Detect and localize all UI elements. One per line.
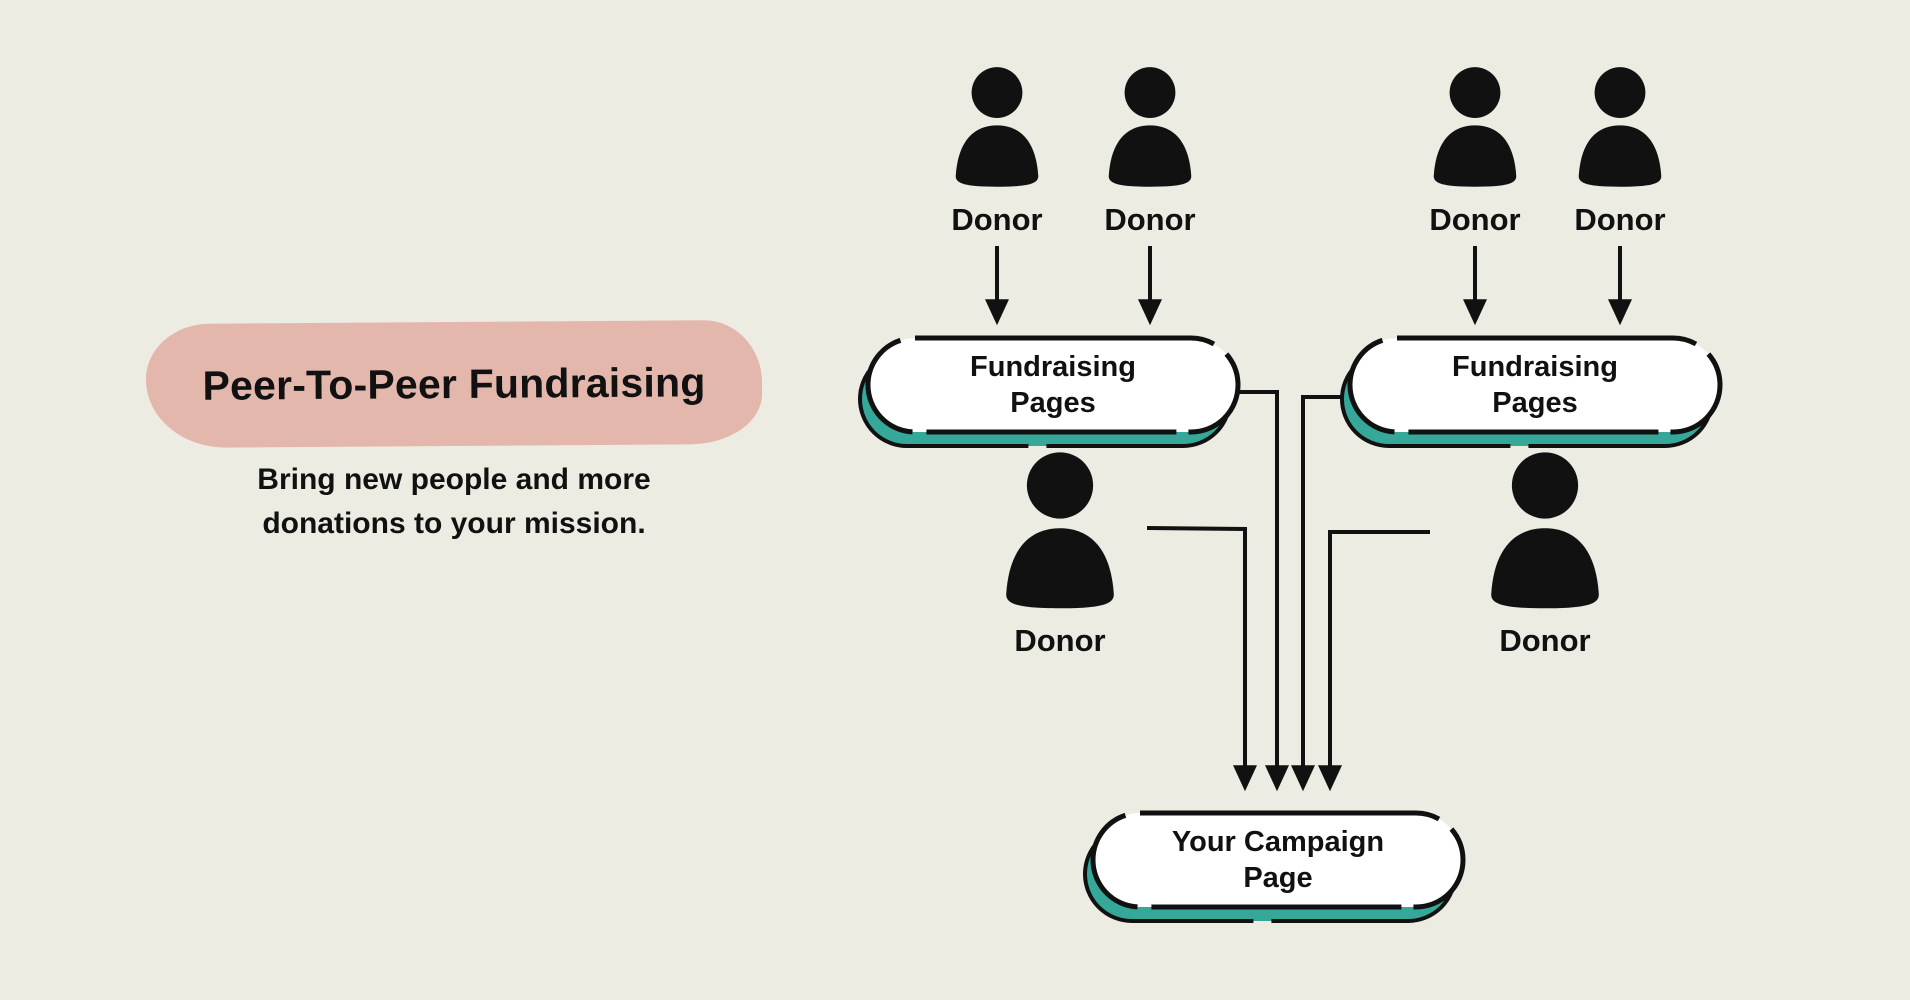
donor-label: Donor — [1104, 202, 1196, 237]
fundraising-pages-label: Fundraising Pages — [1350, 338, 1720, 432]
donor-top-1: Donor — [944, 64, 1050, 238]
your-campaign-page-box: Your Campaign Page — [1081, 808, 1473, 932]
your-campaign-page-label: Your Campaign Page — [1093, 813, 1463, 907]
donor-top-2: Donor — [1097, 64, 1203, 238]
box-label-line-2: Pages — [1492, 387, 1578, 419]
donor-middle-right: Donor — [1476, 448, 1614, 659]
donor-label: Donor — [1429, 202, 1521, 237]
box-label-line-1: Your Campaign — [1171, 826, 1385, 858]
pill-shape — [1340, 335, 1723, 448]
title-highlight-blob: Peer-To-Peer Fundraising — [145, 319, 763, 449]
page-title: Peer-To-Peer Fundraising — [202, 358, 706, 409]
donor-icon — [1578, 67, 1662, 187]
box-label-line-2: Pages — [1010, 387, 1096, 419]
donor-icon — [1433, 67, 1517, 187]
box-label-line-1: Fundraising — [970, 351, 1136, 383]
subtitle-line-2: donations to your mission. — [262, 507, 646, 540]
box-label-line-1: Fundraising — [1452, 351, 1618, 383]
page-subtitle: Bring new people and more donations to y… — [146, 458, 762, 546]
fundraising-pages-label: Fundraising Pages — [868, 338, 1238, 432]
donor-top-4: Donor — [1567, 64, 1673, 238]
pill-shape — [1083, 810, 1466, 923]
fundraising-pages-box-right: Fundraising Pages — [1338, 333, 1730, 457]
donor-label: Donor — [951, 202, 1043, 237]
donor-icon — [1108, 67, 1192, 187]
donor-label: Donor — [1574, 202, 1666, 237]
pill-shape — [858, 335, 1241, 448]
donor-label: Donor — [1014, 623, 1106, 658]
donor-label: Donor — [1499, 623, 1591, 658]
donor-icon — [1006, 452, 1114, 609]
donor-icon — [1491, 452, 1599, 609]
fundraising-pages-box-left: Fundraising Pages — [856, 333, 1248, 457]
arrow-mid-donor-right-to-campaign — [1318, 530, 1430, 792]
donor-middle-left: Donor — [991, 448, 1129, 659]
donor-top-3: Donor — [1422, 64, 1528, 238]
subtitle-line-1: Bring new people and more — [257, 463, 651, 496]
donor-icon — [955, 67, 1039, 187]
box-label-line-2: Page — [1243, 862, 1313, 894]
arrow-mid-donor-left-to-campaign — [1146, 526, 1257, 792]
